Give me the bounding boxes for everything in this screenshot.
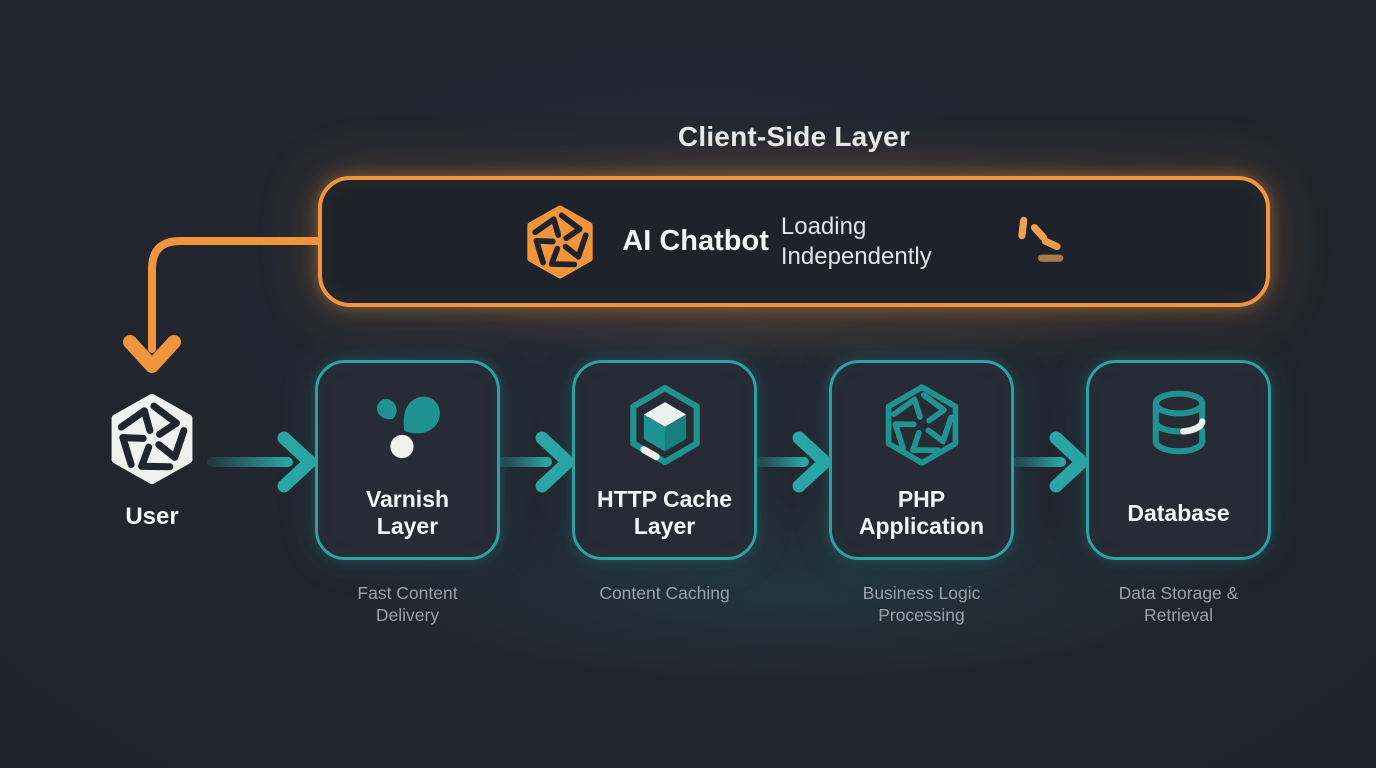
caption-varnish: Fast Content Delivery xyxy=(357,583,458,625)
node-php-application[interactable]: PHP Application xyxy=(829,360,1014,560)
caption-database: Data Storage & Retrieval xyxy=(1118,583,1239,625)
caption-http-cache: Content Caching xyxy=(599,583,730,603)
ai-chatbot-node[interactable]: AI Chatbot Loading Independently xyxy=(318,176,1270,307)
flow-arrow-user-varnish xyxy=(207,431,317,493)
spark-burst-icon xyxy=(1017,216,1063,262)
package-cube-icon xyxy=(629,384,700,466)
user-label: User xyxy=(125,503,179,530)
ai-chatbot-status: Loading Independently xyxy=(780,212,932,270)
caption-php: Business Logic Processing xyxy=(862,583,981,625)
aperture-hexagon-outline-icon xyxy=(885,384,958,466)
ai-chatbot-aperture-icon xyxy=(527,205,593,278)
chatbot-to-user-arrow xyxy=(123,237,322,373)
ai-chatbot-label: AI Chatbot xyxy=(622,225,769,257)
node-http-cache-label: HTTP Cache Layer xyxy=(596,486,733,539)
flow-arrow-php-database xyxy=(1012,431,1089,493)
node-database-label: Database xyxy=(1127,499,1230,526)
database-cylinder-icon xyxy=(1152,390,1205,455)
user-aperture-icon xyxy=(111,393,193,485)
flow-arrow-varnish-httpcache xyxy=(498,431,575,493)
node-varnish-layer[interactable]: Varnish Layer xyxy=(315,360,500,560)
flow-arrow-httpcache-php xyxy=(755,431,832,493)
client-side-layer-title: Client-Side Layer xyxy=(677,121,911,152)
node-database[interactable]: Database xyxy=(1086,360,1271,560)
node-http-cache-layer[interactable]: HTTP Cache Layer xyxy=(572,360,757,560)
node-varnish-label: Varnish Layer xyxy=(365,486,450,539)
user-node[interactable]: User xyxy=(98,392,206,531)
varnish-drops-icon xyxy=(376,396,440,459)
node-php-label: PHP Application xyxy=(858,486,985,539)
